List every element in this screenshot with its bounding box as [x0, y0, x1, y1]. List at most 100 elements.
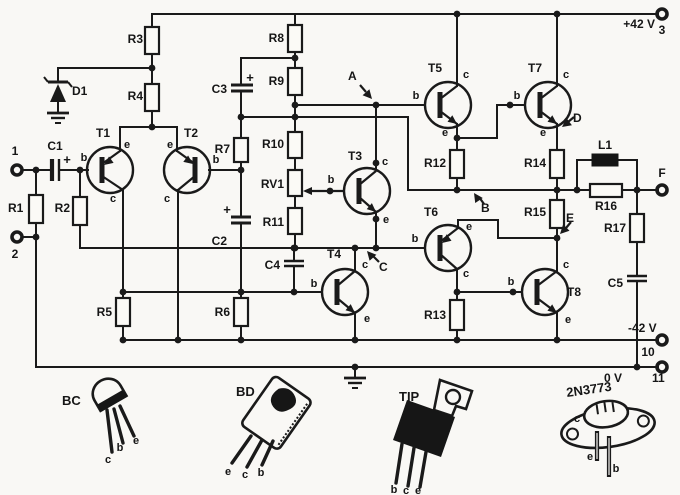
resistor-r17 [628, 212, 646, 244]
terminal-1 [10, 163, 24, 177]
package-bd-drawing [230, 375, 312, 469]
t2-e: e [167, 139, 173, 151]
t8-b: b [508, 276, 515, 288]
transistor-t7 [523, 80, 573, 130]
capacitors [49, 83, 647, 283]
label-r14: R14 [524, 156, 546, 170]
capacitor-c5 [627, 274, 647, 283]
t7-e: e [540, 127, 546, 139]
t4-e: e [364, 313, 370, 325]
bd-pin-b: b [258, 467, 265, 479]
label-l1: L1 [598, 138, 612, 152]
resistor-r2 [71, 195, 89, 227]
t8-c: c [563, 259, 569, 271]
label-t3: T3 [348, 149, 362, 163]
label-r7: R7 [215, 142, 231, 156]
transistor-t5 [423, 80, 473, 130]
t5-e: e [442, 127, 448, 139]
inductor-l1 [591, 153, 619, 167]
resistor-r7 [232, 136, 250, 164]
label-r1: R1 [8, 201, 24, 215]
label-c4: C4 [265, 258, 281, 272]
label-r11: R11 [263, 215, 285, 229]
potentiometer-rv1 [286, 168, 304, 198]
rv1-wiper [303, 187, 344, 195]
transistor-t3 [342, 166, 392, 216]
label-package-tip: TIP [399, 389, 420, 404]
resistor-r15 [548, 198, 566, 230]
t3-b: b [328, 174, 335, 186]
label-node-b: B [481, 201, 490, 215]
t5-c: c [463, 69, 469, 81]
transistor-t6 [423, 223, 473, 273]
ground-main [344, 376, 366, 389]
transistor-t1 [85, 145, 135, 195]
t7-c: c [563, 69, 569, 81]
resistor-r9 [286, 66, 304, 97]
junction-dots [32, 10, 641, 371]
package-bc-drawing [91, 377, 136, 454]
t4-c: c [362, 259, 368, 271]
label-r10: R10 [262, 137, 284, 151]
label-node-e: E [566, 211, 574, 225]
resistor-r10 [286, 130, 304, 160]
label-r13: R13 [424, 308, 446, 322]
label-r8: R8 [269, 31, 285, 45]
t1-c: c [110, 193, 116, 205]
label-node-d: D [573, 111, 582, 125]
label-c2: C2 [212, 234, 228, 248]
resistor-r11 [286, 206, 304, 236]
label-term-2: 2 [12, 247, 19, 261]
t7-b: b [514, 90, 521, 102]
label-t8: T8 [567, 285, 581, 299]
transistor-t4 [320, 267, 370, 317]
labels: R3 R4 D1 R8 R9 C3 R7 R10 RV1 R11 C2 C1 R… [8, 17, 666, 495]
resistors [27, 23, 646, 332]
resistor-r13 [448, 298, 466, 332]
t1-e: e [124, 139, 130, 151]
bd-pin-c: c [242, 469, 248, 481]
t2-c: c [164, 193, 170, 205]
terminals [10, 7, 669, 374]
transistor-t8 [520, 267, 570, 317]
label-r5: R5 [97, 305, 113, 319]
capacitor-c3 [231, 83, 253, 93]
resistor-r6 [232, 296, 250, 328]
label-r2: R2 [55, 201, 71, 215]
label-rv1: RV1 [261, 177, 284, 191]
terminal-11 [655, 360, 669, 374]
package-to3-drawing [560, 399, 656, 477]
label-term-1: 1 [12, 144, 19, 158]
to3-pin-b: b [613, 463, 620, 475]
label-term-11: 11 [652, 371, 665, 385]
label-plus42: +42 V [623, 17, 655, 31]
t1-b: b [81, 152, 88, 164]
label-package-bc: BC [62, 393, 81, 408]
ground-d1 [47, 111, 69, 124]
label-r4: R4 [128, 89, 144, 103]
label-r3: R3 [128, 32, 144, 46]
label-r9: R9 [269, 74, 285, 88]
resistor-r16 [588, 182, 624, 199]
label-r12: R12 [424, 156, 446, 170]
label-node-c: C [379, 260, 388, 274]
t8-e: e [565, 314, 571, 326]
label-node-a: A [348, 69, 357, 83]
terminal-f [655, 183, 669, 197]
tip-pin-e: e [415, 485, 421, 495]
label-t2: T2 [184, 126, 198, 140]
bc-pin-e: e [133, 435, 139, 447]
label-t6: T6 [424, 205, 438, 219]
label-r17: R17 [604, 221, 626, 235]
label-0v: 0 V [604, 371, 622, 385]
bd-pin-e: e [225, 466, 231, 478]
t3-e: e [383, 214, 389, 226]
terminal-2 [10, 230, 24, 244]
tip-pin-c: c [403, 485, 409, 495]
label-t7: T7 [528, 61, 542, 75]
label-node-f: F [658, 166, 665, 180]
to3-pin-e: e [587, 451, 593, 463]
label-d1: D1 [72, 84, 88, 98]
t6-e: e [466, 221, 472, 233]
